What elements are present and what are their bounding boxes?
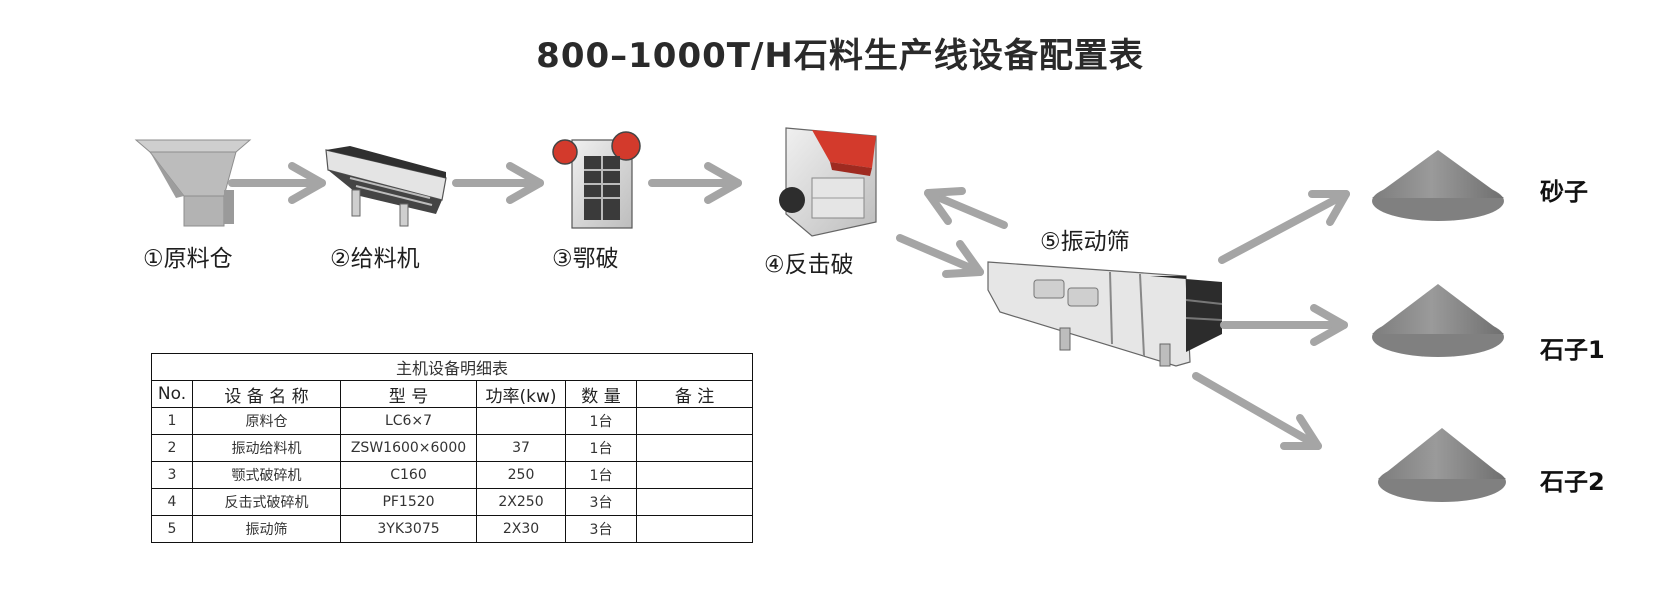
cell-no: 3 xyxy=(151,461,193,489)
col-header-qty: 数 量 xyxy=(565,380,637,408)
step-label-impact-crusher: ④反击破 xyxy=(764,252,854,278)
table-caption-row: 主机设备明细表 xyxy=(150,353,754,381)
cell-no: 5 xyxy=(151,515,193,543)
vibrating-feeder-icon xyxy=(325,146,447,227)
arrow-impact-to-screen xyxy=(896,234,984,278)
hopper-icon xyxy=(134,139,252,227)
table-header-row: No. 设 备 名 称 型 号 功率(kw) 数 量 备 注 xyxy=(151,380,754,408)
cell-no: 4 xyxy=(151,488,193,516)
cell-remark xyxy=(635,488,754,516)
table-row: 5 振动筛 3YK3075 2X30 3台 xyxy=(151,515,754,543)
col-header-power: 功率(kw) xyxy=(476,380,566,408)
output-label-stone2: 石子2 xyxy=(1540,468,1605,496)
cell-name: 颚式破碎机 xyxy=(192,461,341,489)
cell-power xyxy=(476,407,566,435)
step-label-feeder: ②给料机 xyxy=(330,246,420,272)
table-row: 2 振动给料机 ZSW1600×6000 37 1台 xyxy=(151,434,754,462)
vibrating-screen-icon xyxy=(987,261,1223,367)
cell-power: 37 xyxy=(476,434,566,462)
cell-qty: 3台 xyxy=(565,515,637,543)
cell-power: 2X250 xyxy=(476,488,566,516)
cell-name: 振动筛 xyxy=(192,515,341,543)
cell-remark xyxy=(635,461,754,489)
stone1-pile-cone xyxy=(1372,284,1504,334)
cell-model: PF1520 xyxy=(340,488,477,516)
arrow-screen-to-stone2 xyxy=(1192,372,1322,450)
cell-model: ZSW1600×6000 xyxy=(340,434,477,462)
cell-remark xyxy=(635,434,754,462)
stone2-pile-cone xyxy=(1378,428,1506,479)
table-row: 4 反击式破碎机 PF1520 2X250 3台 xyxy=(151,488,754,516)
cell-qty: 1台 xyxy=(565,407,637,435)
table-caption: 主机设备明细表 xyxy=(150,353,754,381)
cell-qty: 3台 xyxy=(565,488,637,516)
cell-power: 250 xyxy=(476,461,566,489)
cell-no: 1 xyxy=(151,407,193,435)
cell-model: C160 xyxy=(340,461,477,489)
flow-arrows xyxy=(228,162,1350,450)
cell-qty: 1台 xyxy=(565,461,637,489)
equipment-table: 主机设备明细表 No. 设 备 名 称 型 号 功率(kw) 数 量 备 注 1… xyxy=(150,353,754,543)
cell-remark xyxy=(635,407,754,435)
arrow-screen-to-stone1 xyxy=(1220,304,1348,346)
output-label-stone1: 石子1 xyxy=(1540,336,1605,364)
step-label-hopper: ①原料仓 xyxy=(143,246,233,272)
col-header-no: No. xyxy=(151,380,193,408)
cell-model: 3YK3075 xyxy=(340,515,477,543)
table-row: 1 原料仓 LC6×7 1台 xyxy=(151,407,754,435)
arrow-screen-to-sand xyxy=(1218,190,1350,264)
arrow-hopper-to-feeder xyxy=(228,162,326,204)
page-title: 800–1000T/H石料生产线设备配置表 xyxy=(536,36,1144,76)
col-header-name: 设 备 名 称 xyxy=(192,380,341,408)
output-label-sand: 砂子 xyxy=(1540,178,1588,206)
col-header-model: 型 号 xyxy=(340,380,477,408)
cell-power: 2X30 xyxy=(476,515,566,543)
step-label-jaw-crusher: ③鄂破 xyxy=(552,246,619,272)
cell-name: 振动给料机 xyxy=(192,434,341,462)
col-header-remark: 备 注 xyxy=(635,380,754,408)
impact-crusher-icon xyxy=(779,127,877,237)
table-row: 3 颚式破碎机 C160 250 1台 xyxy=(151,461,754,489)
cell-name: 原料仓 xyxy=(192,407,341,435)
sand-pile-cone xyxy=(1372,150,1504,198)
arrow-jaw-to-impact xyxy=(648,162,742,204)
cell-qty: 1台 xyxy=(565,434,637,462)
arrow-feeder-to-jaw xyxy=(452,162,544,204)
cell-name: 反击式破碎机 xyxy=(192,488,341,516)
cell-no: 2 xyxy=(151,434,193,462)
jaw-crusher-icon xyxy=(552,131,641,229)
arrow-screen-return-to-impact xyxy=(924,187,1008,229)
step-label-vibrating-screen: ⑤振动筛 xyxy=(1040,229,1130,255)
cell-remark xyxy=(635,515,754,543)
cell-model: LC6×7 xyxy=(340,407,477,435)
